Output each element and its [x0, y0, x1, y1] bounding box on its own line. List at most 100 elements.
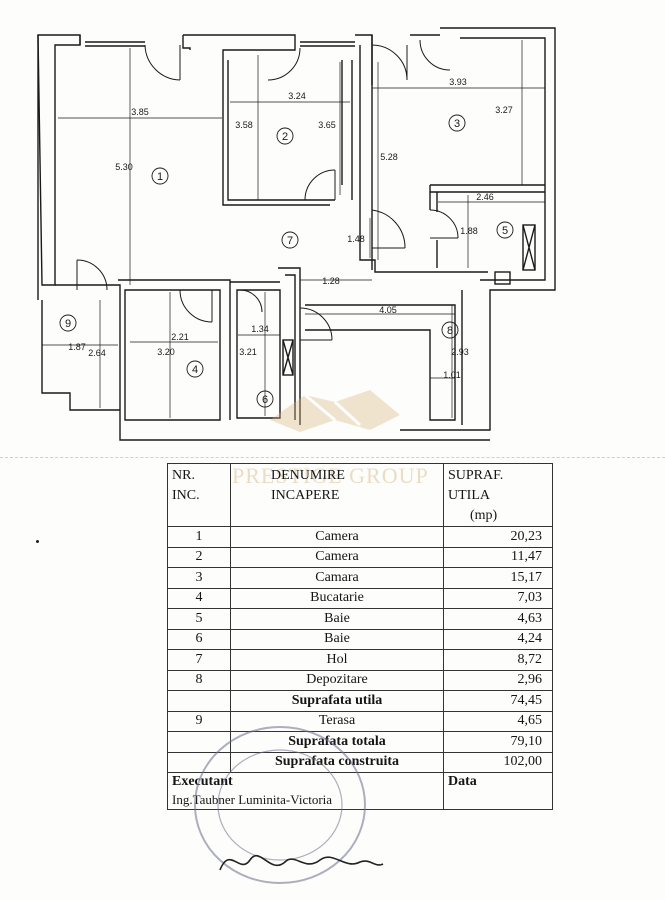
- row-name: Camara: [230, 567, 444, 589]
- room-number-5: 5: [502, 225, 508, 237]
- dim-label: 1.88: [460, 226, 478, 236]
- suprafata-construita-label: Suprafata construita: [230, 751, 444, 773]
- header-suprafata: SUPRAF. UTILA (mp): [443, 463, 553, 527]
- row-name: Camera: [230, 546, 444, 568]
- suprafata-utila-value: 74,45: [443, 690, 553, 712]
- data-label: Data: [448, 774, 477, 789]
- row-name: Terasa: [230, 710, 444, 732]
- header-text: DENUMIRE: [271, 468, 345, 483]
- row-nr: 3: [167, 567, 231, 589]
- row-area: 7,03: [443, 587, 553, 609]
- surface-table: NR. INC. DENUMIRE INCAPERE SUPRAF. UTILA…: [167, 463, 553, 810]
- row-name: Depozitare: [230, 669, 444, 691]
- table-row: 1 Camera 20,23: [167, 526, 553, 548]
- header-text: (mp): [470, 508, 498, 523]
- dim-label: 1.34: [251, 324, 269, 334]
- row-area: 8,72: [443, 649, 553, 671]
- empty-cell: [167, 690, 231, 712]
- room-number-2: 2: [282, 131, 288, 143]
- executant-label: Executant: [172, 774, 233, 789]
- table-row: 6 Baie 4,24: [167, 628, 553, 650]
- row-nr: 5: [167, 608, 231, 630]
- row-name: Bucatarie: [230, 587, 444, 609]
- dim-label: 3.21: [239, 347, 257, 357]
- header-text: INC.: [172, 488, 200, 503]
- room-number-1: 1: [157, 171, 163, 183]
- dim-label: 1.48: [347, 234, 365, 244]
- dim-label: 1.01: [443, 370, 461, 380]
- suprafata-totala-row: Suprafata totala 79,10: [167, 731, 553, 753]
- row-area: 4,63: [443, 608, 553, 630]
- dim-label: 3.58: [235, 120, 253, 130]
- floor-plan: 1 2 3 4 5 6 7 8 9 3.85 5.30 3.24 3.58 3.…: [37, 27, 556, 441]
- handwritten-signature-icon: [219, 854, 384, 871]
- header-text: NR.: [172, 468, 195, 483]
- row-name: Baie: [230, 608, 444, 630]
- row-nr: 6: [167, 628, 231, 650]
- header-text: SUPRAF.: [448, 468, 504, 483]
- header-nr: NR. INC.: [167, 463, 231, 527]
- table-row: 2 Camera 11,47: [167, 546, 553, 568]
- suprafata-construita-row: Suprafata construita 102,00: [167, 751, 553, 773]
- dim-label: 2.64: [88, 348, 106, 358]
- empty-cell: [167, 731, 231, 753]
- dim-label: 1.87: [68, 342, 86, 352]
- terasa-row: 9 Terasa 4,65: [167, 710, 553, 732]
- row-name: Camera: [230, 526, 444, 548]
- suprafata-utila-label: Suprafata utila: [230, 690, 444, 712]
- header-text: INCAPERE: [271, 488, 340, 503]
- executant-name: Ing.Taubner Luminita-Victoria: [172, 792, 333, 807]
- dim-label: 4.05: [379, 305, 397, 315]
- suprafata-totala-value: 79,10: [443, 731, 553, 753]
- row-nr: 8: [167, 669, 231, 691]
- row-nr: 7: [167, 649, 231, 671]
- dim-label: 5.30: [115, 162, 133, 172]
- room-number-6: 6: [262, 394, 268, 406]
- row-area: 2,96: [443, 669, 553, 691]
- room-number-3: 3: [454, 118, 460, 130]
- dim-label: 1.28: [322, 276, 340, 286]
- table-row: 3 Camara 15,17: [167, 567, 553, 589]
- header-text: UTILA: [448, 488, 490, 503]
- row-nr: 9: [167, 710, 231, 732]
- room-number-8: 8: [447, 325, 453, 337]
- data-cell: Data: [443, 772, 553, 810]
- dim-label: 3.27: [495, 105, 513, 115]
- table-row: 4 Bucatarie 7,03: [167, 587, 553, 609]
- row-name: Baie: [230, 628, 444, 650]
- suprafata-construita-value: 102,00: [443, 751, 553, 773]
- suprafata-totala-label: Suprafata totala: [230, 731, 444, 753]
- empty-cell: [167, 751, 231, 773]
- row-area: 20,23: [443, 526, 553, 548]
- header-denumire: DENUMIRE INCAPERE: [230, 463, 444, 527]
- row-area: 15,17: [443, 567, 553, 589]
- row-name: Hol: [230, 649, 444, 671]
- dim-label: 2.21: [171, 332, 189, 342]
- signature-row: Executant Ing.Taubner Luminita-Victoria …: [167, 772, 553, 810]
- table-row: 8 Depozitare 2,96: [167, 669, 553, 691]
- dim-label: 5.28: [380, 152, 398, 162]
- dim-label: 3.20: [157, 347, 175, 357]
- room-number-4: 4: [192, 364, 198, 376]
- room-number-9: 9: [65, 318, 71, 330]
- dim-label: 3.85: [131, 107, 149, 117]
- table-header-row: NR. INC. DENUMIRE INCAPERE SUPRAF. UTILA…: [167, 463, 553, 527]
- row-nr: 1: [167, 526, 231, 548]
- row-nr: 4: [167, 587, 231, 609]
- row-area: 11,47: [443, 546, 553, 568]
- dim-label: 3.93: [449, 77, 467, 87]
- dim-label: 3.24: [288, 91, 306, 101]
- dim-label: 3.65: [318, 120, 336, 130]
- page-separator: [0, 457, 665, 458]
- scan-dot: [36, 540, 39, 543]
- table-row: 7 Hol 8,72: [167, 649, 553, 671]
- row-area: 4,24: [443, 628, 553, 650]
- row-area: 4,65: [443, 710, 553, 732]
- row-nr: 2: [167, 546, 231, 568]
- dim-label: 2.46: [476, 192, 494, 202]
- suprafata-utila-row: Suprafata utila 74,45: [167, 690, 553, 712]
- room-number-7: 7: [287, 235, 293, 247]
- dim-label: 2.93: [451, 347, 469, 357]
- executant-cell: Executant Ing.Taubner Luminita-Victoria: [167, 772, 444, 810]
- table-row: 5 Baie 4,63: [167, 608, 553, 630]
